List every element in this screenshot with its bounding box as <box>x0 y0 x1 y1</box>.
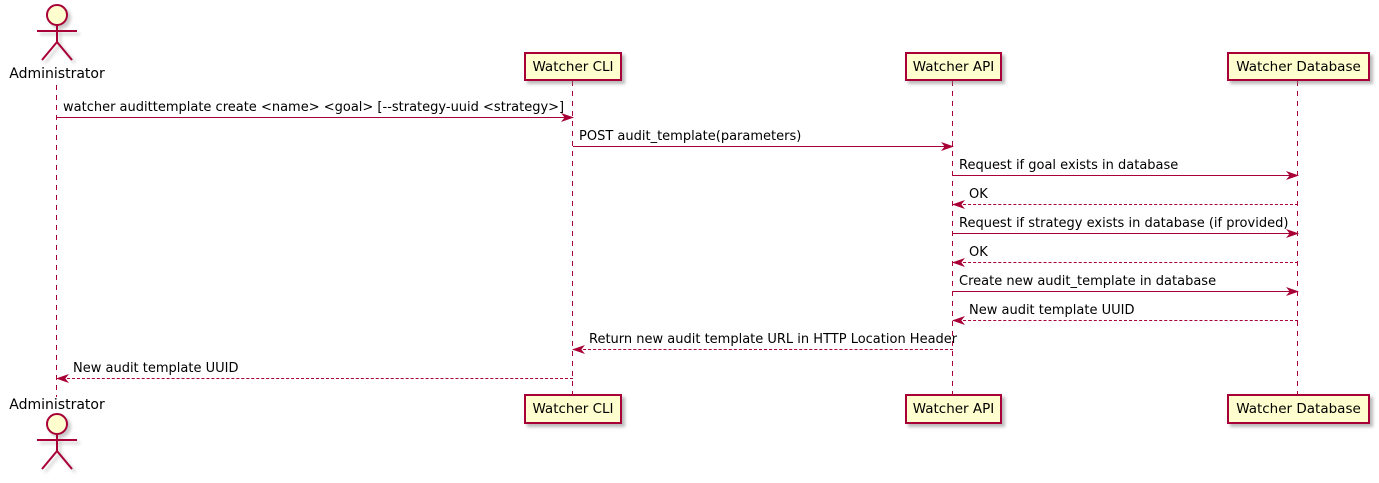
message-label: watcher audittemplate create <name> <goa… <box>63 100 565 115</box>
message-create-audit-template-db: Create new audit_template in database <box>953 272 1299 296</box>
actor-label-bottom: Administrator <box>9 397 105 413</box>
message-create-audittemplate: watcher audittemplate create <name> <goa… <box>57 98 574 122</box>
message-label: OK <box>969 187 988 202</box>
arrowhead-left-icon <box>952 316 965 325</box>
arrowhead-left-icon <box>952 258 965 267</box>
message-ok-strategy: OK <box>952 243 1298 267</box>
arrowhead-right-icon <box>561 113 574 122</box>
lifeline-watcher-database <box>1297 81 1298 394</box>
message-ok-goal: OK <box>952 185 1298 209</box>
message-post-audit-template: POST audit_template(parameters) <box>573 127 954 151</box>
participant-label: Watcher API <box>912 58 995 75</box>
arrowhead-left-icon <box>56 374 69 383</box>
participant-label: Watcher Database <box>1236 58 1361 75</box>
lifeline-watcher-cli <box>572 81 573 394</box>
arrowhead-right-icon <box>1286 287 1299 296</box>
arrowhead-right-icon <box>1286 171 1299 180</box>
participant-label: Watcher CLI <box>532 58 614 75</box>
message-new-uuid-from-db: New audit template UUID <box>952 301 1298 325</box>
participant-watcher-api-top: Watcher API <box>905 52 1002 81</box>
participant-watcher-cli-bottom: Watcher CLI <box>524 394 622 424</box>
message-label: Create new audit_template in database <box>959 274 1217 289</box>
message-label: Request if strategy exists in database (… <box>959 216 1289 231</box>
actor-icon <box>37 4 77 61</box>
message-label: New audit template UUID <box>969 303 1135 318</box>
arrowhead-right-icon <box>941 142 954 151</box>
arrowhead-left-icon <box>952 200 965 209</box>
message-request-strategy-exists: Request if strategy exists in database (… <box>953 214 1299 238</box>
message-label: New audit template UUID <box>73 361 239 376</box>
actor-icon-bottom <box>37 413 77 470</box>
participant-label: Watcher CLI <box>532 401 614 417</box>
participant-label: Watcher Database <box>1236 401 1361 417</box>
message-request-goal-exists: Request if goal exists in database <box>953 156 1299 180</box>
lifeline-administrator <box>56 85 57 397</box>
participant-watcher-cli-top: Watcher CLI <box>524 52 622 81</box>
actor-label: Administrator <box>9 66 105 82</box>
message-label: POST audit_template(parameters) <box>579 129 802 144</box>
message-label: Request if goal exists in database <box>959 158 1179 173</box>
message-label: Return new audit template URL in HTTP Lo… <box>589 332 958 347</box>
message-new-uuid-to-admin: New audit template UUID <box>56 359 573 383</box>
message-label: OK <box>969 245 988 260</box>
message-return-url-location-header: Return new audit template URL in HTTP Lo… <box>572 330 957 354</box>
participant-watcher-database-bottom: Watcher Database <box>1227 394 1370 424</box>
participant-watcher-database-top: Watcher Database <box>1227 52 1370 81</box>
arrowhead-left-icon <box>572 345 585 354</box>
lifeline-watcher-api <box>952 81 953 394</box>
participant-label: Watcher API <box>912 401 995 417</box>
participant-watcher-api-bottom: Watcher API <box>905 394 1002 424</box>
arrowhead-right-icon <box>1286 229 1299 238</box>
